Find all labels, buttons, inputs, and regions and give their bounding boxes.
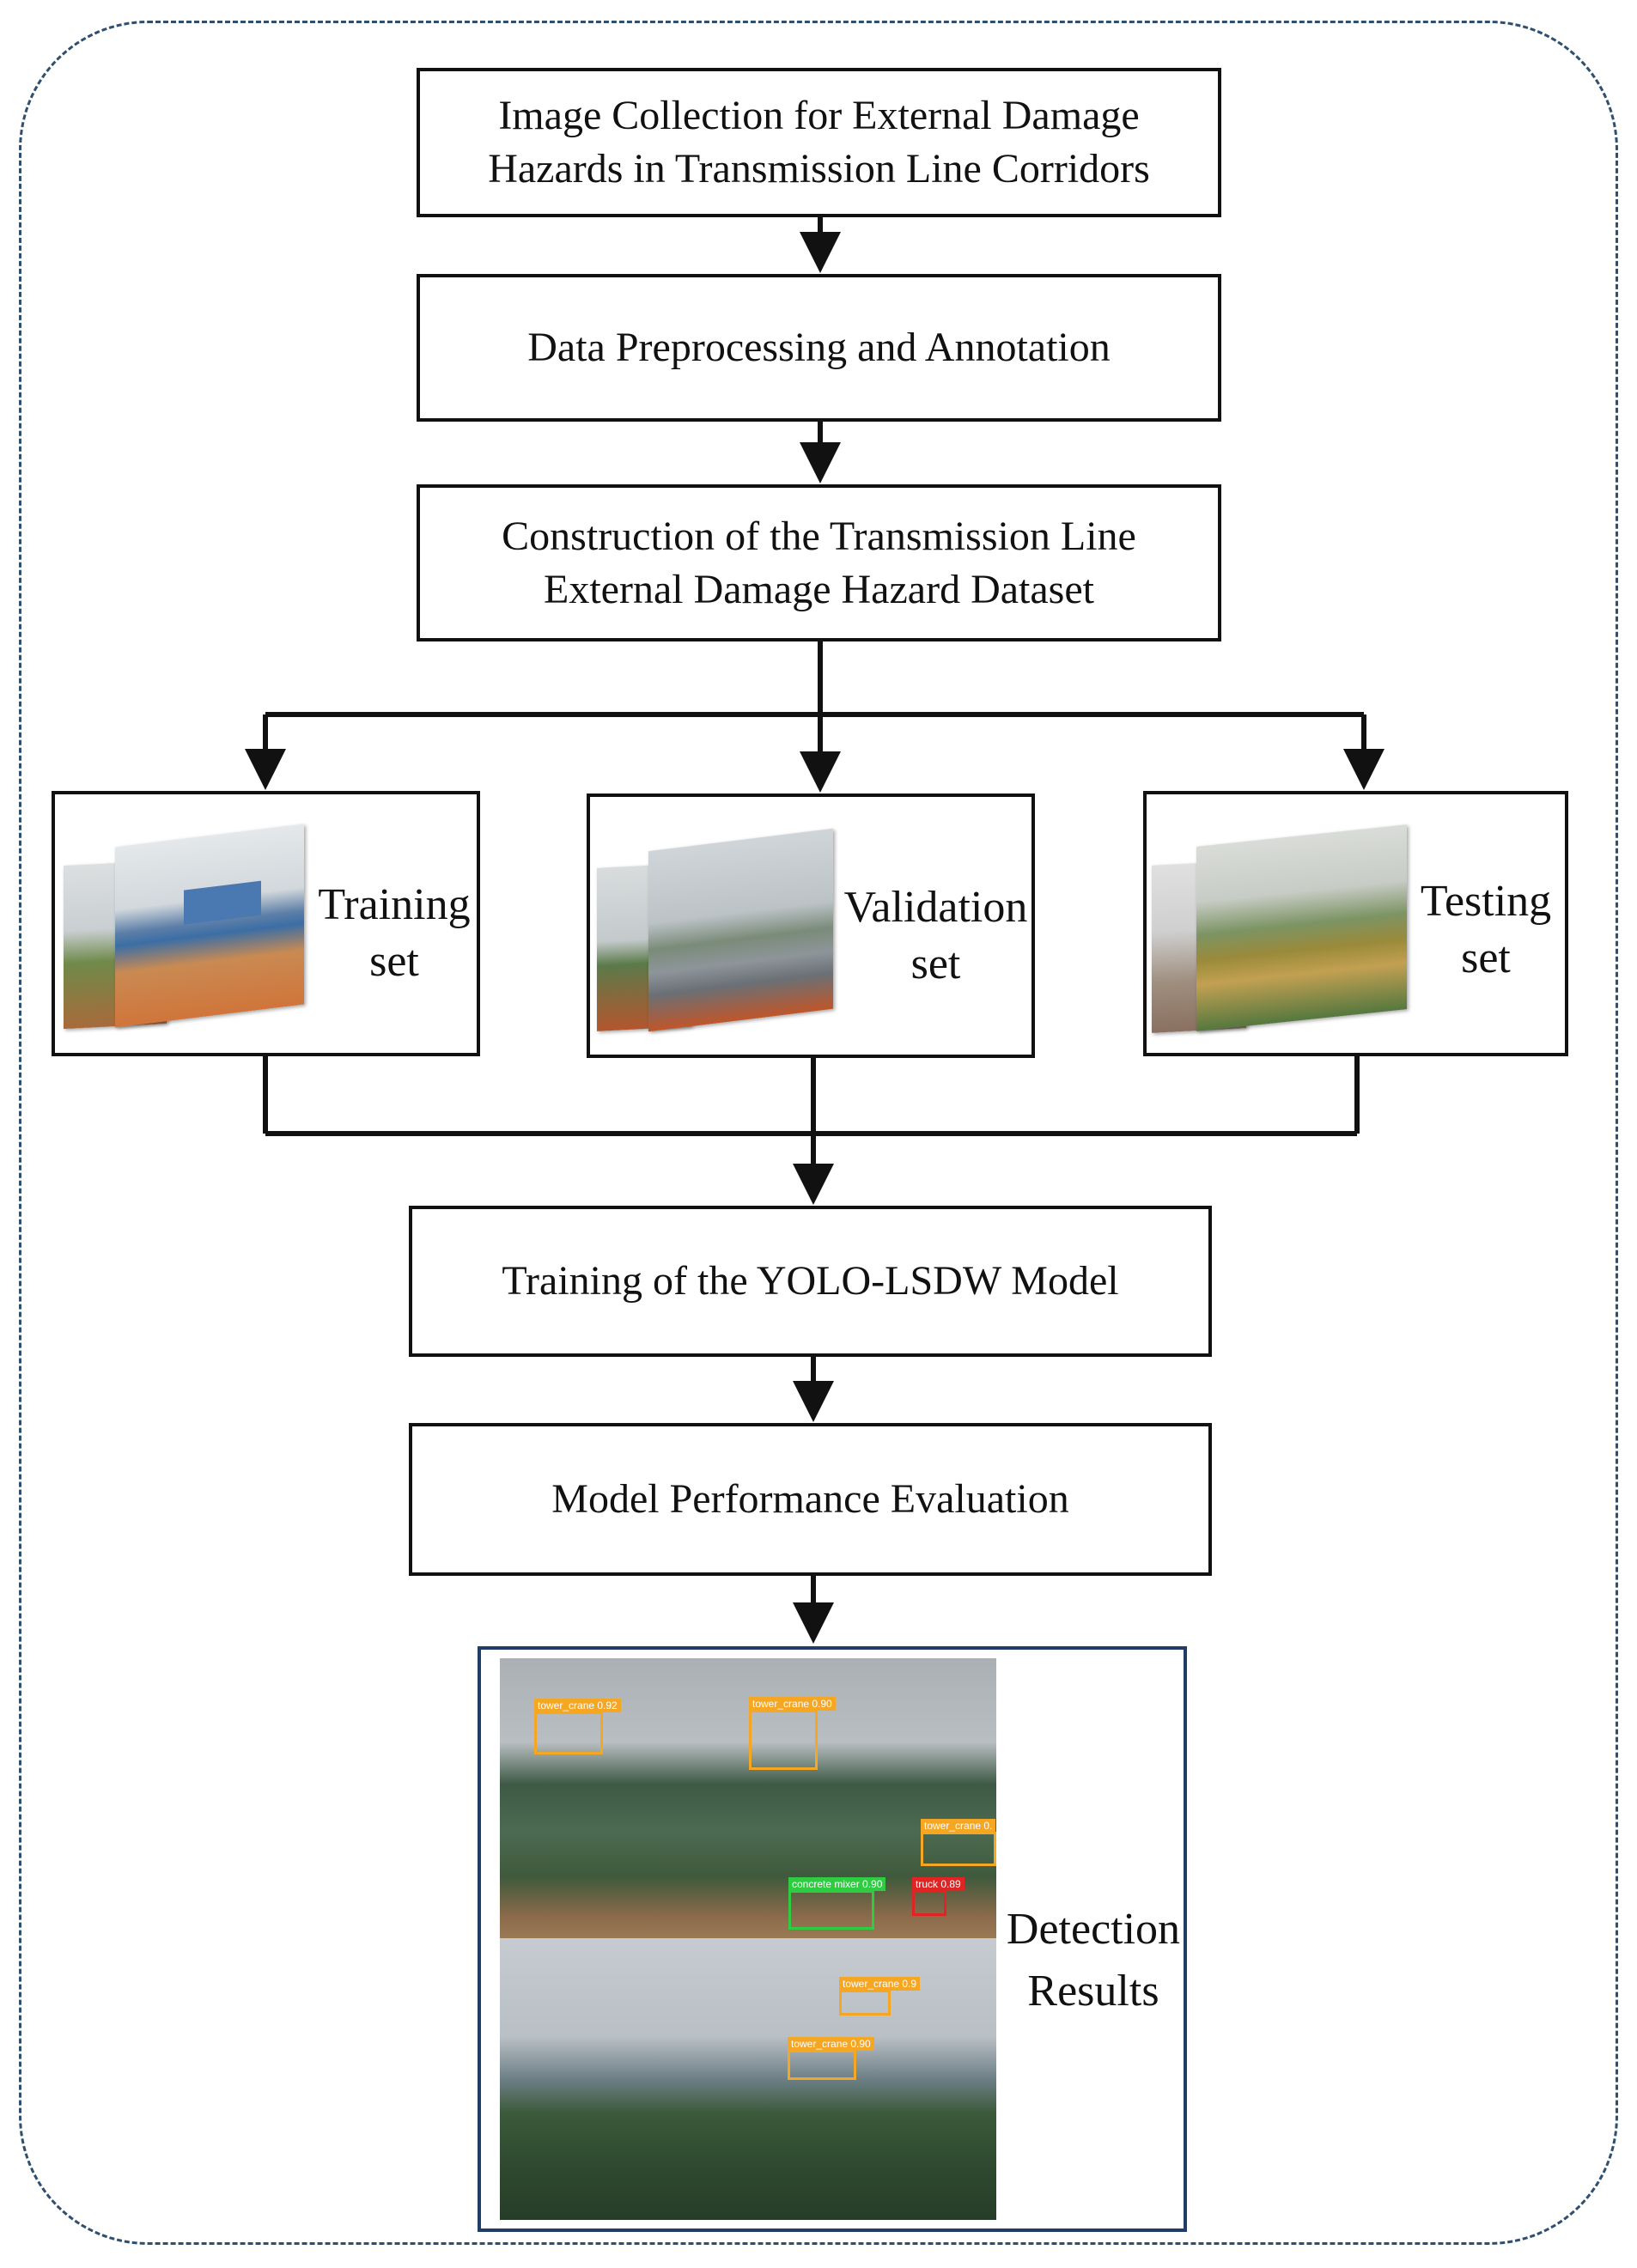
step-data-preprocessing-label: Data Preprocessing and Annotation xyxy=(527,325,1111,370)
step-performance-evaluation-label: Model Performance Evaluation xyxy=(551,1476,1069,1522)
validation-set-label: Validation set xyxy=(843,883,1028,988)
step-dataset-construction-label: Construction of the Transmission Line Ex… xyxy=(502,513,1136,612)
detection-label: tower_crane 0. xyxy=(921,1819,996,1833)
detection-label: truck 0.89 xyxy=(912,1877,965,1891)
step-performance-evaluation: Model Performance Evaluation xyxy=(409,1423,1212,1576)
detection-box: tower_crane 0. xyxy=(921,1819,996,1866)
detection-label: tower_crane 0.9 xyxy=(839,1977,921,1991)
step-data-preprocessing: Data Preprocessing and Annotation xyxy=(417,274,1221,422)
step-model-training-label: Training of the YOLO-LSDW Model xyxy=(502,1258,1119,1304)
training-set-box: Training set xyxy=(52,791,480,1056)
detection-label: concrete mixer 0.90 xyxy=(788,1877,886,1891)
training-set-label: Training set xyxy=(318,880,471,986)
training-photo-front xyxy=(115,824,304,1028)
validation-set-box: Validation set xyxy=(587,793,1035,1058)
testing-photo-front xyxy=(1196,824,1407,1031)
step-model-training: Training of the YOLO-LSDW Model xyxy=(409,1206,1212,1357)
detection-label: tower_crane 0.92 xyxy=(534,1699,621,1712)
detection-box: concrete mixer 0.90 xyxy=(788,1877,886,1930)
detection-box: truck 0.89 xyxy=(912,1877,965,1916)
dashed-outer-frame xyxy=(19,21,1618,2245)
detection-box: tower_crane 0.90 xyxy=(788,2037,874,2080)
validation-photo-front xyxy=(648,828,833,1032)
testing-set-box: Testing set xyxy=(1143,791,1568,1056)
detection-box: tower_crane 0.90 xyxy=(749,1697,836,1770)
detection-image-top: tower_crane 0.92 tower_crane 0.90 tower_… xyxy=(500,1658,996,1938)
detection-results-label: Detection Results xyxy=(1006,1905,1181,2016)
detection-results-box: tower_crane 0.92 tower_crane 0.90 tower_… xyxy=(478,1646,1187,2232)
detection-box: tower_crane 0.92 xyxy=(534,1699,621,1754)
detection-image-bottom: tower_crane 0.9 tower_crane 0.90 xyxy=(500,1938,996,2220)
testing-set-label: Testing set xyxy=(1420,877,1552,982)
detection-label: tower_crane 0.90 xyxy=(788,2037,874,2051)
detection-box: tower_crane 0.9 xyxy=(839,1977,921,2016)
step-image-collection-label: Image Collection for External Damage Haz… xyxy=(488,93,1150,192)
detection-label: tower_crane 0.90 xyxy=(749,1697,836,1711)
step-dataset-construction: Construction of the Transmission Line Ex… xyxy=(417,484,1221,641)
step-image-collection: Image Collection for External Damage Haz… xyxy=(417,68,1221,217)
